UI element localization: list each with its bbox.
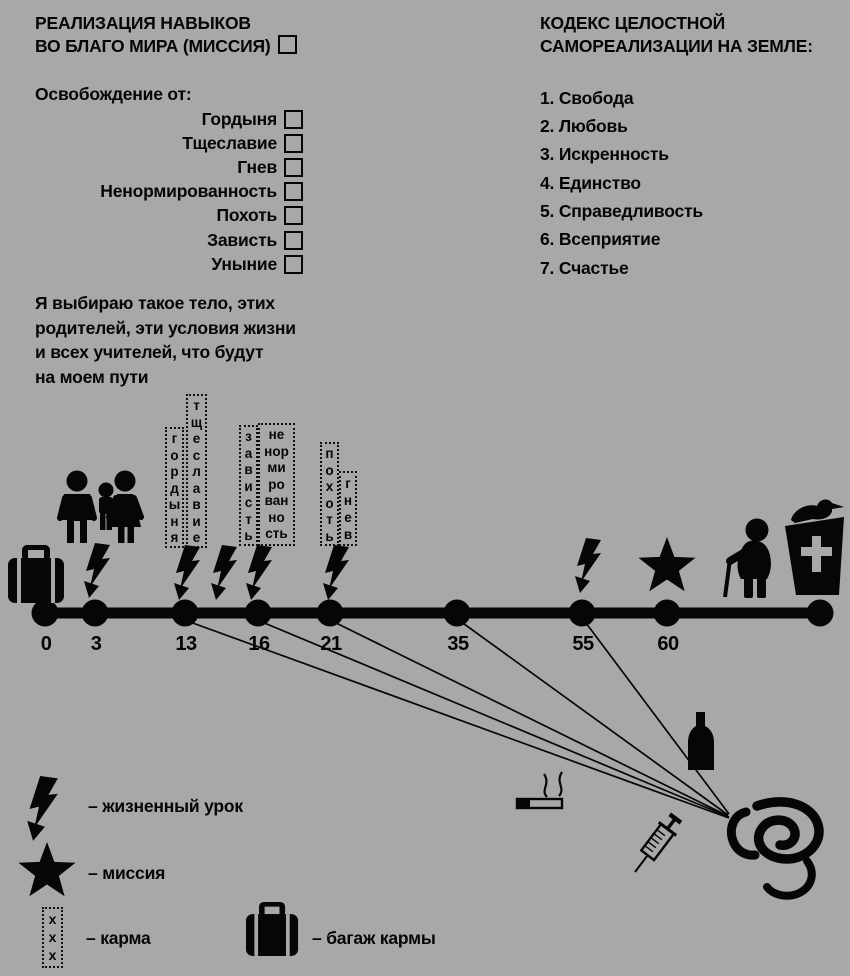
age-label-55: 55 [572, 633, 594, 655]
right-title: КОДЕКС ЦЕЛОСТНОЙ САМОРЕАЛИЗАЦИИ НА ЗЕМЛЕ… [540, 12, 813, 58]
checklist-label: Похоть [216, 204, 277, 225]
syringe-icon [634, 812, 683, 873]
karma-box-icon: х х х [42, 907, 63, 968]
checklist-row: Зависть [207, 230, 303, 250]
lightning-icon [27, 776, 58, 841]
karma-box-zavist: з а в и с т ь [239, 425, 258, 546]
checkbox-icon [284, 109, 303, 129]
old-man-icon [723, 518, 771, 598]
lightning-icon [84, 538, 601, 600]
left-title: РЕАЛИЗАЦИЯ НАВЫКОВ ВО БЛАГО МИРА (МИССИЯ… [35, 12, 297, 58]
code-list-item: 1. Свобода [540, 88, 634, 108]
age-label-13: 13 [175, 633, 197, 655]
karma-box-nenormirovannost: не нор ми ро ван но сть [258, 423, 295, 546]
code-list-item: 3. Искренность [540, 144, 669, 164]
checklist-row: Тщеславие [182, 133, 303, 153]
karma-box-gordynya: г о р д ы н я [165, 427, 184, 548]
family-icon [57, 470, 144, 543]
checklist-label: Зависть [207, 229, 277, 250]
age-label-21: 21 [320, 633, 342, 655]
code-list-item: 2. Любовь [540, 116, 628, 136]
checklist-row: Уныние [211, 254, 303, 274]
right-title-line2: САМОРЕАЛИЗАЦИИ НА ЗЕМЛЕ: [540, 36, 813, 56]
right-title-line1: КОДЕКС ЦЕЛОСТНОЙ [540, 13, 726, 33]
code-list-item: 6. Всеприятие [540, 229, 661, 249]
left-title-line1: РЕАЛИЗАЦИЯ НАВЫКОВ [35, 13, 251, 33]
legend-label-karma-baggage: – багаж кармы [312, 928, 436, 948]
star-icon [18, 842, 76, 897]
checklist-row: Ненормированность [100, 181, 303, 201]
checkbox-icon [284, 133, 303, 153]
star-icon [638, 537, 696, 592]
checklist-row: Гордыня [202, 109, 303, 129]
bottle-icon [688, 712, 714, 770]
checkbox-icon [284, 254, 303, 274]
age-label-60: 60 [657, 633, 679, 655]
age-label-16: 16 [248, 633, 270, 655]
cigarette-icon [515, 771, 564, 810]
raven-icon [791, 499, 844, 523]
converging-lines [189, 620, 730, 819]
legend-label-life-lesson: – жизненный урок [88, 796, 243, 816]
timeline-axis [31, 599, 834, 627]
code-list-item: 5. Справедливость [540, 201, 703, 221]
spiral-icon [727, 797, 824, 900]
checklist-label: Гордыня [201, 108, 278, 129]
age-label-0: 0 [40, 633, 52, 655]
suitcase-icon [246, 902, 299, 956]
code-list-item: 7. Счастье [540, 258, 629, 278]
left-title-line2: ВО БЛАГО МИРА (МИССИЯ) [35, 35, 297, 58]
age-label-3: 3 [90, 633, 102, 655]
code-list-item: 4. Единство [540, 173, 641, 193]
karma-box-pohot: п о х о т ь [320, 442, 339, 546]
legend-label-karma: – карма [86, 928, 151, 948]
checkbox-icon [284, 205, 303, 225]
checklist-label: Гнев [237, 156, 277, 177]
checkbox-icon [284, 157, 303, 177]
checklist-row: Гнев [237, 157, 303, 177]
karma-box-gnev: г н е в [339, 471, 357, 546]
checkbox-icon [284, 181, 303, 201]
karma-box-tshcheslavie: т щ е с л а в и е [186, 394, 207, 548]
checkbox-icon [284, 230, 303, 250]
affirmation-paragraph: Я выбираю такое тело, этих родителей, эт… [35, 293, 296, 387]
age-label-35: 35 [447, 633, 469, 655]
checkbox-icon [277, 35, 297, 54]
checklist-label: Тщеславие [182, 132, 277, 153]
checklist-row: Похоть [216, 205, 303, 225]
legend-label-mission: – миссия [88, 863, 166, 883]
checklist-label: Уныние [211, 253, 277, 274]
gravestone-icon [785, 499, 844, 595]
checklist-label: Ненормированность [100, 180, 277, 201]
liberation-subtitle: Освобождение от: [35, 84, 192, 104]
suitcase-icon [8, 545, 64, 603]
